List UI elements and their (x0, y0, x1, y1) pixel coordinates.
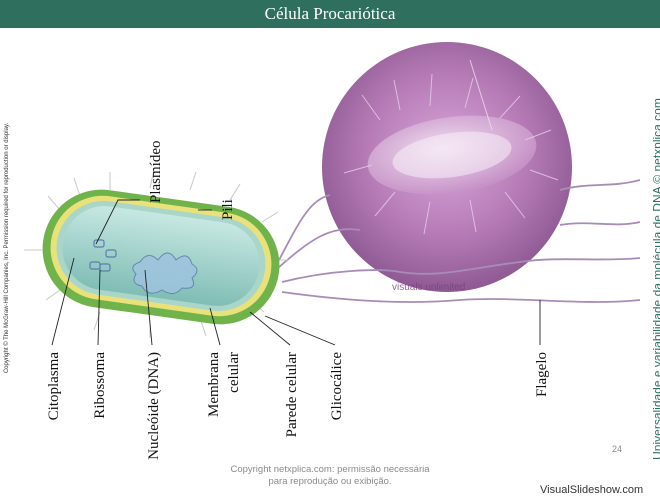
label-citoplasma: Citoplasma (46, 352, 62, 421)
watermark: VisualSlideshow.com (540, 484, 643, 496)
electron-micrograph (322, 42, 572, 292)
label-pili: Pili (220, 199, 236, 220)
micrograph-credit: visuals unlimited (392, 282, 465, 293)
footer-copyright: Copyright netxplica.com: permissão neces… (230, 464, 430, 488)
side-caption-vertical: Universalidade e variabilidade da molécu… (651, 57, 660, 502)
bacterium (35, 182, 287, 332)
label-flagelo: Flagelo (534, 352, 550, 397)
label-plasmideo: Plasmídeo (148, 141, 164, 204)
label-membrana: Membrana (206, 352, 222, 417)
label-parede-celular: Parede celular (284, 352, 300, 437)
label-nucleoide: Nucleóide (DNA) (146, 352, 162, 460)
nucleoid-dna (133, 253, 197, 294)
label-ribossoma: Ribossoma (92, 352, 108, 419)
label-celular: celular (226, 352, 242, 393)
page-number: 24 (612, 444, 622, 454)
label-glicocalice: Glicocálice (329, 352, 345, 421)
